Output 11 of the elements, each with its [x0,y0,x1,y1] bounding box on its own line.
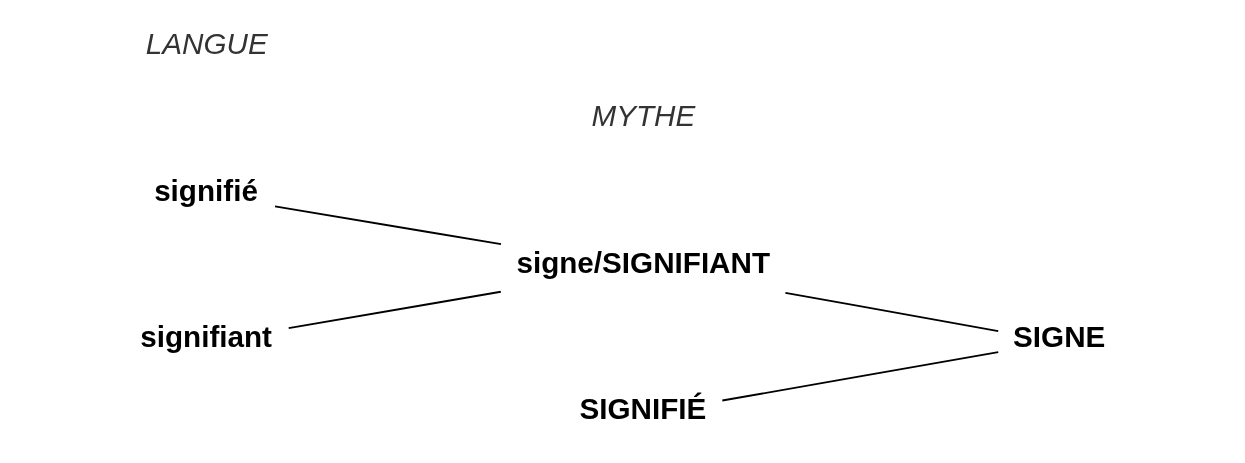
node-text: signifié [153,173,258,207]
label: MYTHE [591,99,695,133]
connector [720,351,999,402]
node-text: signe/SIGNIFIANT [515,245,770,279]
node-text: signifiant [139,319,272,353]
node-text: SIGNIFIÉ [578,392,706,426]
label: LANGUE [145,27,268,61]
connector [287,290,502,329]
node-text: SIGNE [1012,319,1105,353]
connector [273,205,502,246]
connector [784,291,999,332]
